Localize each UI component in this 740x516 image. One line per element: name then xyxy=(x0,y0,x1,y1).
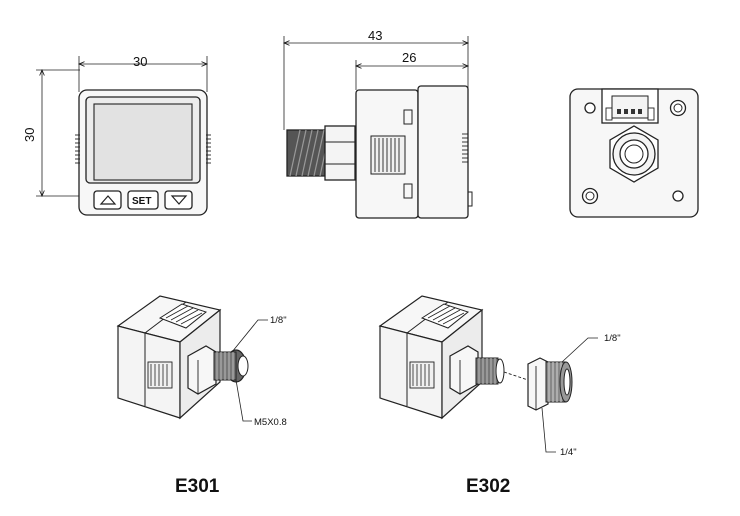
e301-callout-bottom: M5X0.8 xyxy=(254,417,287,428)
side-view xyxy=(284,36,473,219)
e301-model-label: E301 xyxy=(175,476,220,497)
down-arrow-icon xyxy=(170,195,188,205)
e302-hex-nut xyxy=(449,345,479,395)
side-total-label: 43 xyxy=(368,28,382,43)
back-view xyxy=(569,88,699,218)
side-grip xyxy=(462,133,468,163)
hex-nut xyxy=(324,125,356,181)
e302-callout-top-leader xyxy=(561,337,598,363)
up-arrow-icon xyxy=(99,195,117,205)
e302-assembly-line xyxy=(503,371,529,381)
front-height-label: 30 xyxy=(22,128,37,142)
hole-top-left xyxy=(584,102,596,114)
up-button xyxy=(93,190,122,210)
front-right-grip xyxy=(206,134,211,164)
thread-fitting xyxy=(286,129,326,177)
e301-isometric xyxy=(116,295,268,422)
hole-bottom-right xyxy=(672,190,684,202)
e302-vent xyxy=(409,361,435,389)
display-screen xyxy=(93,103,193,181)
front-view xyxy=(36,56,211,216)
e301-hex-nut xyxy=(187,345,217,395)
e302-callout-bottom: 1/4" xyxy=(560,447,577,458)
front-width-label: 30 xyxy=(133,54,147,69)
side-body-front xyxy=(417,85,469,219)
e302-callout-top: 1/8" xyxy=(604,333,621,344)
e301-vent xyxy=(147,361,173,389)
front-left-grip xyxy=(75,134,80,164)
e301-callout-top-leader xyxy=(231,319,268,353)
side-vent xyxy=(370,135,406,175)
e301-callout-bottom-leader xyxy=(235,379,252,422)
side-body-label: 26 xyxy=(402,50,416,65)
down-button xyxy=(164,190,193,210)
e301-callout-top: 1/8" xyxy=(270,315,287,326)
e302-adapter-nut xyxy=(527,357,549,411)
set-button-label: SET xyxy=(132,196,151,207)
e302-isometric xyxy=(378,295,598,453)
e302-callout-bottom-leader xyxy=(541,407,556,453)
e302-model-label: E302 xyxy=(466,476,511,497)
set-button xyxy=(127,190,159,210)
